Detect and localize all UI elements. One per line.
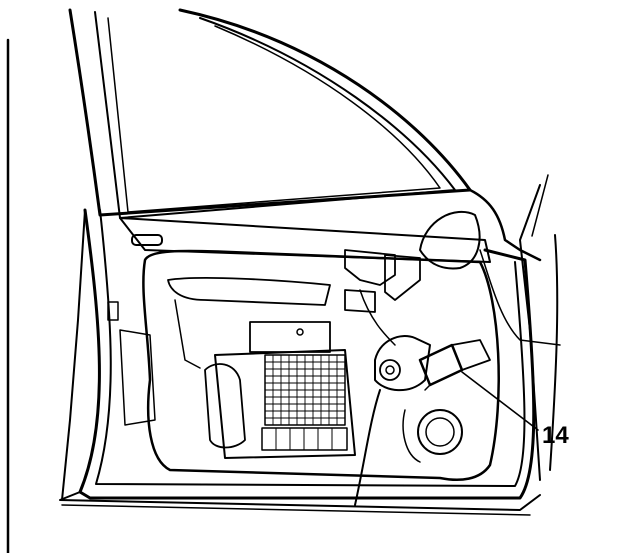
door-module-opening <box>142 249 500 482</box>
door-handle-slot <box>131 234 163 246</box>
door-pocket <box>204 363 246 449</box>
callout-leader-14 <box>461 371 539 431</box>
regulator-panel <box>214 349 356 459</box>
inner-contour <box>167 277 331 306</box>
door-inner-skin <box>95 209 526 487</box>
mirror-mount <box>419 210 481 270</box>
speaker-cover <box>249 321 331 353</box>
window-glass-edge <box>107 17 441 213</box>
a-pillar <box>468 188 542 262</box>
callout-label-14: 14 <box>542 422 569 449</box>
door-outer-skin <box>78 208 536 500</box>
door-top-rail <box>119 217 491 263</box>
speaker <box>417 409 463 455</box>
window-frame-outer <box>68 8 472 217</box>
mesh-grid-lines <box>264 354 346 426</box>
window-motor <box>374 335 431 392</box>
wiring-harness <box>359 289 396 346</box>
window-frame-inner <box>94 11 456 219</box>
